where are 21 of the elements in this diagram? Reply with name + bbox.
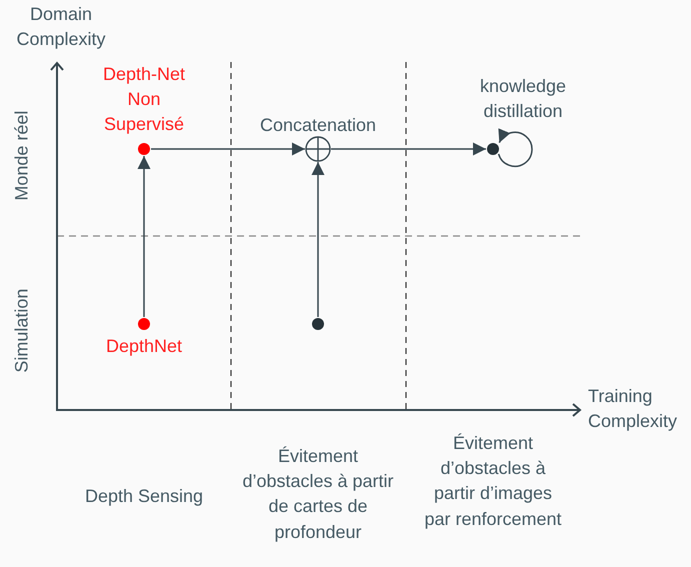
axis-title: Simulation — [10, 288, 32, 372]
column-label: Évitement d’obstacles à partir de cartes de profondeur — [241, 445, 395, 544]
dot-marker — [138, 318, 150, 330]
arrow — [331, 142, 486, 156]
column-label: Depth Sensing — [84, 485, 204, 508]
axis-title: Monde réel — [10, 110, 32, 200]
arrow — [498, 128, 533, 168]
node-label: DepthNet — [104, 335, 184, 358]
axis-title: Training Complexity — [588, 385, 678, 434]
dot-marker — [138, 143, 150, 155]
node-label: knowledge distillation — [478, 75, 568, 124]
column-label: Évitement d’obstacles à partir d’images par renforcement — [423, 432, 563, 531]
arrow — [138, 156, 150, 317]
arrow — [312, 162, 324, 317]
axis-title: Domain Complexity — [15, 3, 107, 52]
dot-marker — [312, 318, 324, 330]
dot-marker — [487, 143, 499, 155]
node-label: Depth-Net Non Supervisé — [102, 63, 186, 136]
arrow — [151, 142, 305, 156]
circle-plus-symbol — [305, 136, 331, 162]
node-label: Concatenation — [258, 114, 378, 137]
